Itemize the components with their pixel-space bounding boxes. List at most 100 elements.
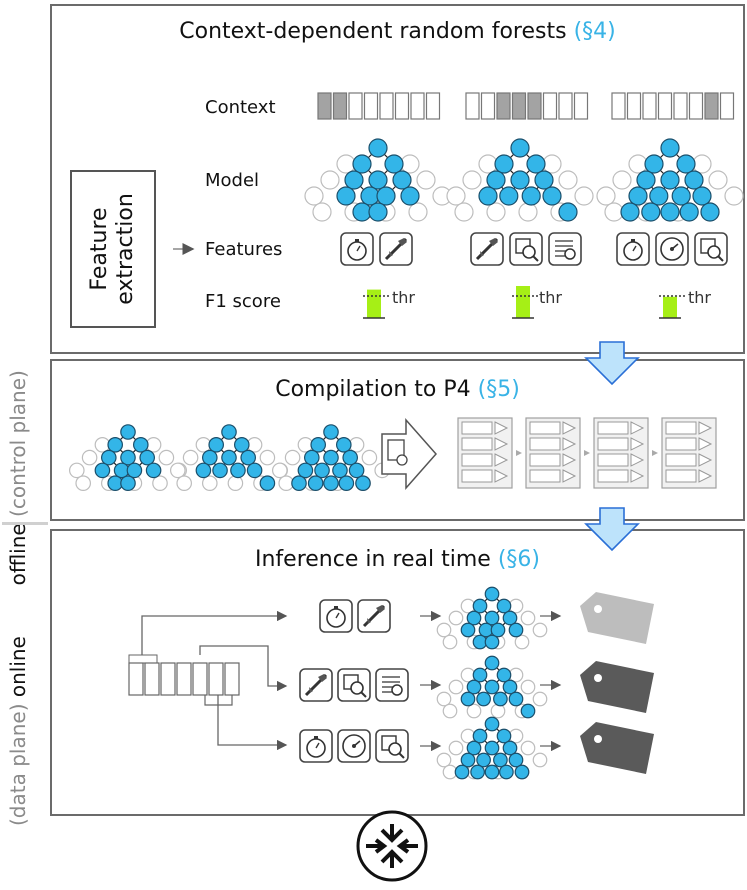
- router-arrow-top: [380, 824, 404, 843]
- match-table: [665, 421, 697, 435]
- packet-header-field: [160, 662, 176, 696]
- gauge-pivot: [352, 744, 356, 748]
- rf-feature-table-inspect-icon: [548, 232, 582, 266]
- context-cell: [410, 92, 425, 120]
- label-tag-3: [580, 722, 654, 774]
- ghost-node: [558, 170, 578, 190]
- caliper-jaw: [398, 238, 407, 246]
- magnifier-handle: [360, 691, 367, 698]
- inference-title-ref: (§6): [497, 547, 540, 572]
- match-table: [597, 421, 629, 435]
- context-cell: [425, 92, 441, 120]
- p4-tree-3: [271, 424, 390, 491]
- gauge-face: [660, 237, 684, 261]
- match-table: [597, 437, 629, 451]
- tree-node: [145, 462, 162, 479]
- stopwatch-crown: [314, 736, 318, 739]
- tree-node: [120, 449, 136, 466]
- action-arrow: [494, 469, 509, 483]
- match-table: [461, 453, 493, 467]
- tree-node: [120, 424, 136, 440]
- match-table: [461, 421, 493, 435]
- tree-node: [628, 186, 648, 206]
- ghost-node: [692, 154, 712, 174]
- tree-node: [660, 202, 680, 222]
- tree-node: [360, 186, 380, 206]
- tree-node: [332, 462, 348, 479]
- match-table: [597, 469, 629, 483]
- label-tag-1: [580, 592, 654, 644]
- ghost-node: [466, 703, 482, 719]
- compile-arrow: [381, 418, 438, 490]
- context-cell: [394, 92, 410, 120]
- tree-node: [692, 186, 712, 206]
- ghost-node: [520, 610, 536, 626]
- router-arrow-left: [366, 838, 388, 854]
- inference-tree-1: [436, 586, 548, 650]
- icon-frame: [616, 232, 650, 266]
- ghost-node: [336, 154, 356, 174]
- feature-extraction-box: Feature extraction: [70, 170, 156, 328]
- ghost-node: [320, 170, 340, 190]
- tag-hole: [594, 735, 602, 743]
- tree-node: [476, 752, 491, 768]
- f1-bar-1: [367, 289, 381, 318]
- tree-node: [400, 186, 420, 206]
- packet-header-field: [224, 662, 240, 696]
- ghost-node: [271, 462, 288, 479]
- match-table: [665, 469, 697, 483]
- context-cell: [542, 92, 558, 120]
- match-table: [529, 469, 561, 483]
- context-cell: [657, 92, 673, 120]
- context-cell: [558, 92, 573, 120]
- tree-node: [671, 186, 691, 206]
- context-cell: [688, 92, 704, 120]
- tree-node: [510, 170, 530, 190]
- ghost-node: [532, 622, 548, 638]
- tree-node: [494, 154, 514, 174]
- match-table: [529, 453, 561, 467]
- context-strip-3: [611, 92, 735, 120]
- tree-node: [510, 138, 530, 158]
- caliper-jaw: [376, 605, 385, 613]
- action-arrow: [630, 437, 645, 451]
- magnifier-lens: [350, 681, 364, 695]
- inference-feature-stopwatch-icon: [319, 599, 353, 633]
- tree-node: [384, 154, 404, 174]
- ghost-node: [436, 691, 452, 707]
- tree-node: [508, 691, 524, 707]
- context-cell: [496, 92, 511, 120]
- rf-feature-stopwatch-icon: [340, 232, 374, 266]
- router-arrow-bottom: [380, 849, 404, 868]
- tree-node: [221, 424, 237, 440]
- tree-node: [493, 752, 508, 768]
- inference-feature-stopwatch-icon: [299, 729, 333, 763]
- ghost-node: [202, 475, 218, 491]
- tree-node: [94, 462, 111, 479]
- magnifier-lens: [522, 245, 536, 259]
- rf-feature-packet-inspect-icon: [694, 232, 728, 266]
- rf-feature-caliper-icon: [379, 232, 413, 266]
- tree-node: [502, 610, 518, 626]
- tree-node: [484, 716, 500, 732]
- stopwatch-crown: [355, 239, 359, 242]
- tree-node: [133, 436, 149, 453]
- action-arrow: [562, 453, 577, 467]
- tree-node: [493, 691, 508, 707]
- tree-node: [202, 449, 218, 466]
- ghost-node: [520, 679, 536, 695]
- ghost-node: [416, 170, 436, 190]
- ghost-node: [312, 202, 332, 222]
- tree-node: [120, 475, 136, 491]
- inference-feature-caliper-icon: [299, 668, 333, 702]
- context-cell: [573, 92, 589, 120]
- ghost-node: [612, 170, 632, 190]
- tree-node: [470, 764, 485, 780]
- tree-node: [486, 170, 506, 190]
- tree-node: [368, 202, 388, 222]
- tree-node: [472, 728, 488, 744]
- compile-gear-icon: [396, 454, 408, 466]
- tree-node: [521, 186, 541, 206]
- tree-node: [107, 436, 123, 453]
- ghost-node: [448, 610, 464, 626]
